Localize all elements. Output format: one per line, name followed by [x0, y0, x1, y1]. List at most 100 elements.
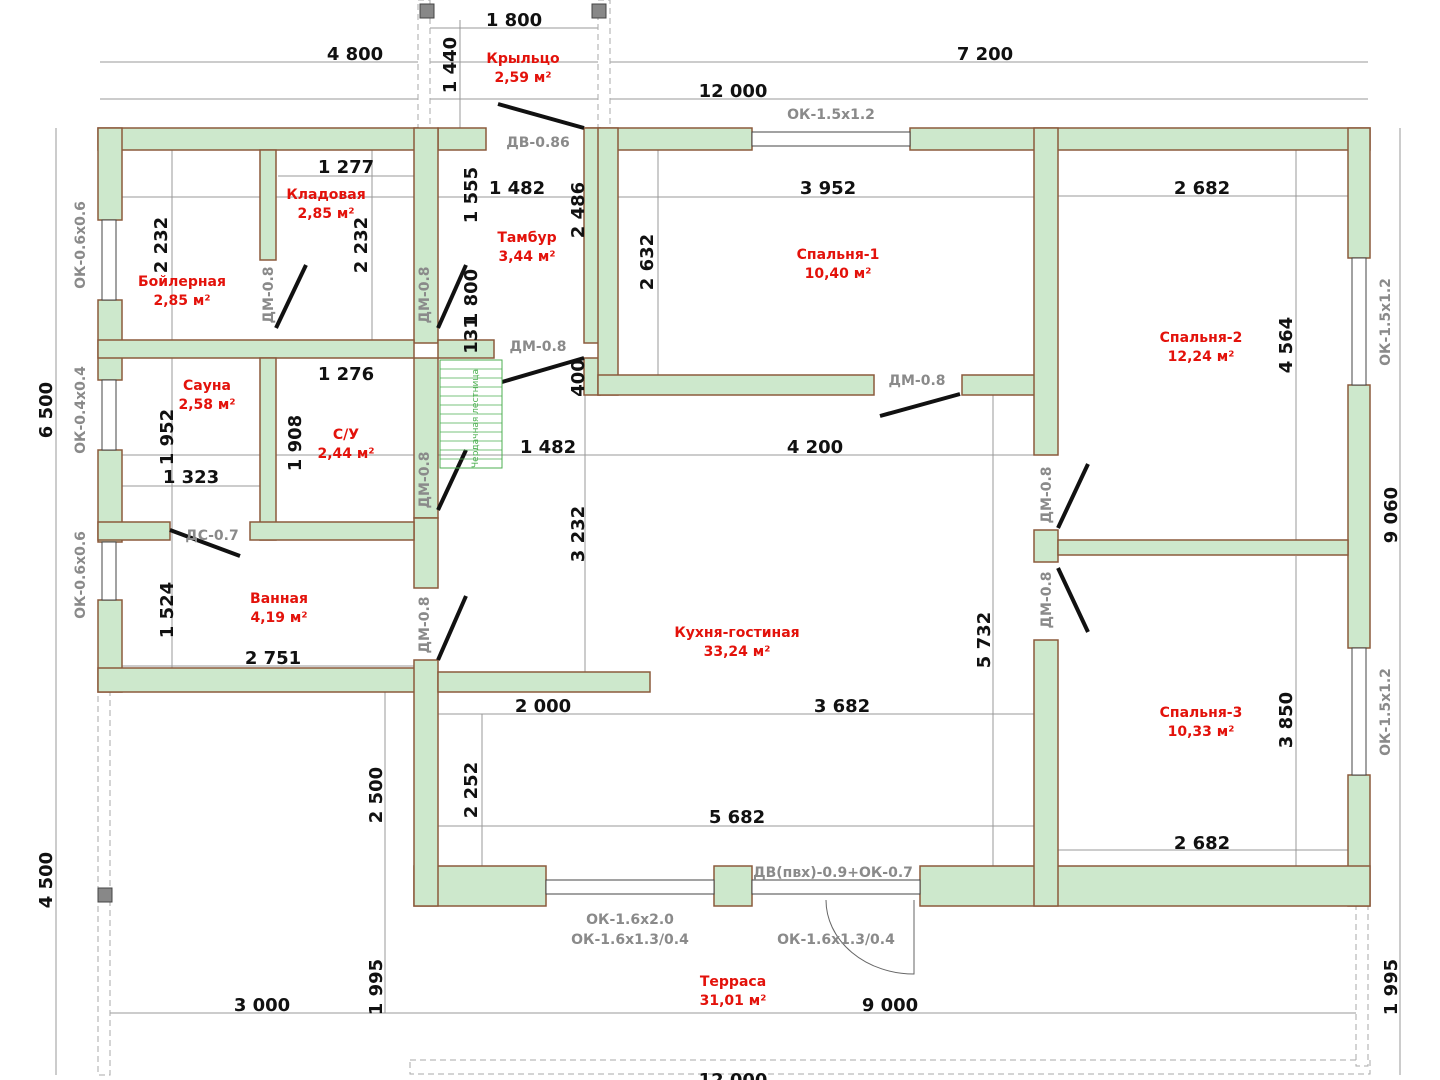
dimension-value: 2 751 [245, 648, 301, 669]
wall [413, 127, 439, 344]
dimension-value: 1 323 [163, 467, 219, 488]
room-name: Спальня-3 [1160, 705, 1243, 721]
wall [97, 667, 431, 693]
dimension-value: 3 682 [814, 696, 870, 717]
windows [101, 131, 1367, 895]
room-name: Кухня-гостиная [674, 625, 799, 641]
door-leaf [1056, 567, 1090, 633]
wall [437, 339, 495, 359]
room-area: 33,24 м² [704, 644, 771, 660]
opening-label: ДМ-0.8 [1039, 466, 1055, 523]
dimension-value: 3 000 [234, 995, 290, 1016]
railing [417, 0, 431, 129]
dimension-value: 9 000 [862, 995, 918, 1016]
wall [249, 521, 415, 541]
opening-label: ОК-1.5х1.2 [1378, 278, 1394, 366]
room-area: 2,85 м² [154, 293, 211, 309]
post [419, 3, 435, 19]
wall [909, 127, 1371, 151]
opening-label: ДВ-0.86 [506, 135, 570, 151]
wall [97, 127, 419, 151]
opening-label: ДМ-0.8 [417, 596, 433, 653]
dimension-value: 2 500 [366, 767, 387, 823]
room-area: 10,40 м² [805, 266, 872, 282]
room-area: 2,58 м² [179, 397, 236, 413]
dimension-lines [55, 20, 1401, 1075]
door-leaf [501, 356, 585, 384]
door-leaf [1056, 463, 1090, 529]
room-name: Бойлерная [138, 274, 226, 290]
door-leaf [436, 595, 468, 661]
opening-label: ДМ-0.8 [261, 266, 277, 323]
opening-label: ОК-1.6х1.3/0.4 [777, 932, 895, 948]
opening-label: ОК-1.6х2.0 [586, 912, 674, 928]
dimension-value: 1 800 [486, 10, 542, 31]
dimension-value: 4 800 [327, 44, 383, 65]
opening-label: ОК-1.6х1.3/0.4 [571, 932, 689, 948]
wall [413, 517, 439, 589]
room-name: Терраса [700, 974, 766, 990]
stair-label: Чердачная лестница [471, 369, 481, 468]
dimension-value: 2 682 [1174, 178, 1230, 199]
walls [97, 127, 1371, 907]
dimension-value: 5 732 [974, 612, 995, 668]
wall [97, 521, 171, 541]
opening-label: ДМ-0.8 [417, 266, 433, 323]
dimension-value: 2 252 [461, 762, 482, 818]
room-name: Кладовая [286, 187, 365, 203]
opening-label: ОК-1.5х1.2 [1378, 668, 1394, 756]
window [101, 219, 117, 301]
wall [1033, 639, 1059, 907]
wall [259, 149, 277, 261]
dimension-value: 1 277 [318, 157, 374, 178]
dimension-value: 2 632 [637, 234, 658, 290]
door-leaf [497, 102, 585, 130]
room-name: Сауна [183, 378, 231, 394]
wall [1033, 529, 1059, 563]
railing [409, 1059, 1371, 1075]
dimension-value: 1 908 [285, 415, 306, 471]
railing [597, 0, 611, 129]
dimension-value: 1 952 [157, 409, 178, 465]
wall [437, 671, 651, 693]
wall [713, 865, 753, 907]
wall [1347, 384, 1371, 649]
room-area: 2,44 м² [318, 446, 375, 462]
dimension-value: 400 [568, 359, 589, 397]
dimension-value: 3 952 [800, 178, 856, 199]
post [591, 3, 607, 19]
room-name: Ванная [250, 591, 308, 607]
dimension-value: 1 524 [157, 582, 178, 638]
wall [259, 357, 277, 541]
opening-label: ДС-0.7 [185, 528, 238, 544]
window [1351, 257, 1367, 386]
window [1351, 647, 1367, 776]
dimension-value: 1 482 [489, 178, 545, 199]
opening-label: ДМ-0.8 [1039, 571, 1055, 628]
opening-label: ОК-1.5х1.2 [787, 107, 875, 123]
dimension-value: 4 500 [36, 852, 57, 908]
dimension-value: 5 682 [709, 807, 765, 828]
room-area: 2,85 м² [298, 206, 355, 222]
wall [961, 374, 1041, 396]
opening-label: ДМ-0.8 [888, 373, 945, 389]
dimension-value: 1 555 [461, 167, 482, 223]
railing [97, 691, 111, 1076]
room-name: Спальня-1 [797, 247, 880, 263]
door-leaf [436, 449, 468, 511]
window [101, 379, 117, 451]
room-area: 12,24 м² [1168, 349, 1235, 365]
opening-label: ОК-0.4х0.4 [73, 366, 89, 454]
opening-label: ОК-0.6х0.6 [73, 201, 89, 289]
door-leaf [169, 528, 241, 558]
wall [1033, 127, 1059, 456]
dimension-value: 2 000 [515, 696, 571, 717]
wall [597, 374, 875, 396]
dimension-value: 12 000 [699, 81, 768, 102]
dimension-value: 6 500 [36, 382, 57, 438]
opening-label: ДВ(пвх)-0.9+ОК-0.7 [753, 865, 913, 881]
